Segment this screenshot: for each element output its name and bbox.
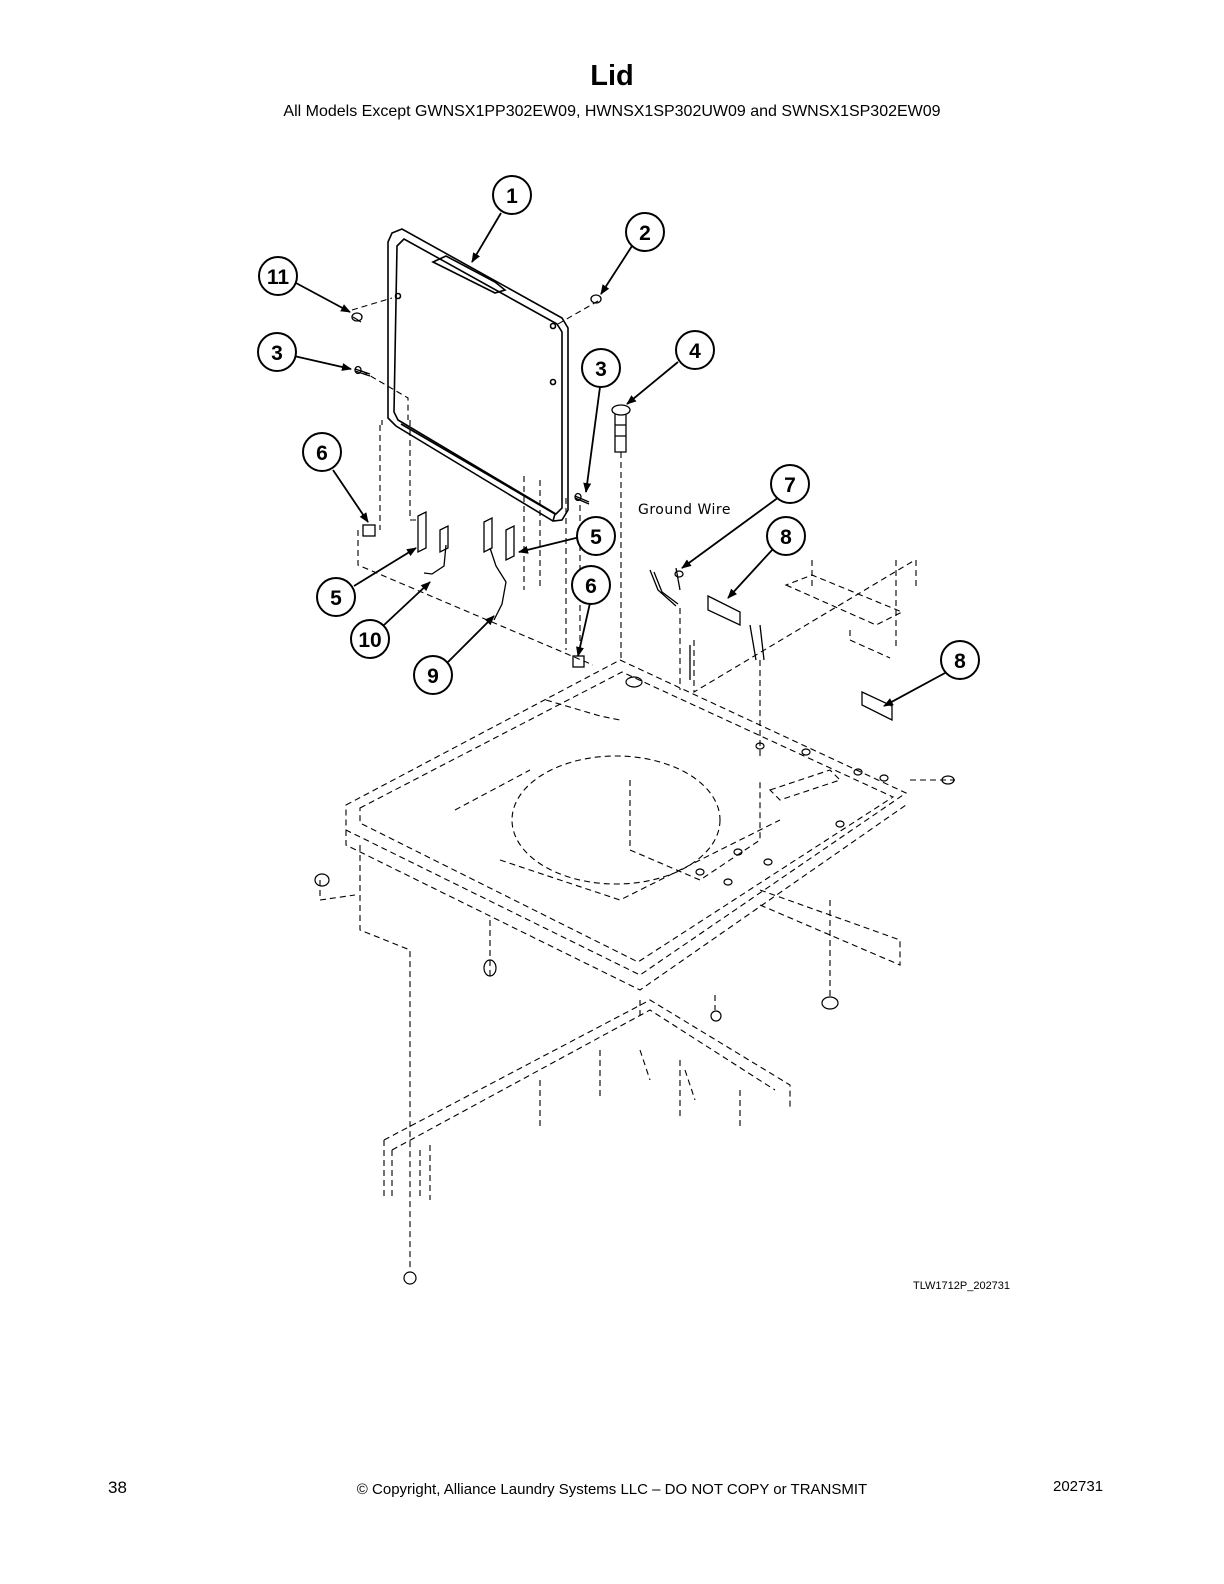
ground-wire-label: Ground Wire xyxy=(638,502,731,518)
callout-label: 6 xyxy=(316,442,328,465)
callout-leaders xyxy=(293,212,946,707)
callout-6-left: 6 xyxy=(302,432,342,472)
callout-label: 2 xyxy=(639,222,651,245)
figure-id: TLW1712P_202731 xyxy=(913,1280,1011,1292)
page-number: 38 xyxy=(108,1478,127,1497)
callout-10: 10 xyxy=(350,619,390,659)
callout-5-left: 5 xyxy=(316,577,356,617)
callout-label: 7 xyxy=(784,474,796,497)
callout-label: 3 xyxy=(271,342,283,365)
callout-9: 9 xyxy=(413,655,453,695)
lid-frame xyxy=(387,228,569,522)
callout-label: 4 xyxy=(689,340,701,363)
callout-label: 11 xyxy=(267,266,290,289)
callout-7: 7 xyxy=(770,464,810,504)
hardware-parts xyxy=(351,294,893,722)
callout-8-lower: 8 xyxy=(940,640,980,680)
callout-2: 2 xyxy=(625,212,665,252)
callout-11: 11 xyxy=(258,256,298,296)
cabinet-details xyxy=(314,676,955,1285)
callout-8-upper: 8 xyxy=(766,516,806,556)
document-number: 202731 xyxy=(1053,1478,1104,1495)
callout-3-right: 3 xyxy=(581,348,621,388)
page-subtitle: All Models Except GWNSX1PP302EW09, HWNSX… xyxy=(283,103,941,120)
callout-label: 6 xyxy=(585,575,597,598)
callout-label: 5 xyxy=(590,526,602,549)
callout-6-right: 6 xyxy=(571,565,611,605)
callout-label: 1 xyxy=(506,185,518,208)
callout-1: 1 xyxy=(492,175,532,215)
callout-5-right: 5 xyxy=(576,516,616,556)
copyright-notice: © Copyright, Alliance Laundry Systems LL… xyxy=(356,1481,868,1498)
callout-label: 5 xyxy=(330,587,342,610)
callout-3-left: 3 xyxy=(257,332,297,372)
callout-label: 3 xyxy=(595,358,607,381)
page-title: Lid xyxy=(590,60,634,92)
callout-label: 10 xyxy=(358,629,381,652)
callout-label: 8 xyxy=(954,650,966,673)
callout-label: 8 xyxy=(780,526,792,549)
callout-label: 9 xyxy=(427,665,439,688)
callout-4: 4 xyxy=(675,330,715,370)
dashed-assembly-lines xyxy=(319,297,955,1270)
